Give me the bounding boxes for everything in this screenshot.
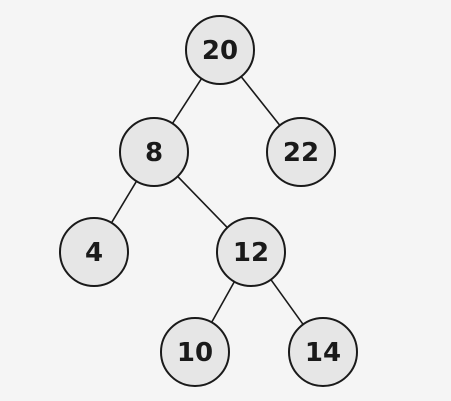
node-label: 10 (177, 338, 213, 368)
edge-n20-n8 (171, 78, 203, 124)
tree-node-4: 4 (59, 217, 129, 287)
edges-layer (110, 76, 304, 325)
node-circle (119, 117, 189, 187)
node-circle (266, 117, 336, 187)
tree-node-22: 22 (266, 117, 336, 187)
node-circle (185, 15, 255, 85)
edge-n8-n12 (177, 175, 228, 229)
nodes-layer: 20 8 22 4 12 10 14 (59, 15, 358, 387)
edge-n8-n4 (110, 180, 138, 224)
node-label: 22 (283, 138, 319, 168)
node-label: 4 (85, 238, 103, 268)
tree-node-12: 12 (216, 217, 286, 287)
tree-node-20: 20 (185, 15, 255, 85)
edge-n20-n22 (240, 76, 281, 126)
edge-n12-n14 (270, 279, 304, 325)
node-label: 12 (233, 238, 269, 268)
tree-node-14: 14 (288, 317, 358, 387)
node-label: 8 (145, 138, 163, 168)
node-circle (288, 317, 358, 387)
node-circle (216, 217, 286, 287)
tree-node-8: 8 (119, 117, 189, 187)
node-label: 14 (305, 338, 341, 368)
node-circle (59, 217, 129, 287)
node-circle (160, 317, 230, 387)
tree-node-10: 10 (160, 317, 230, 387)
node-label: 20 (202, 36, 238, 66)
edge-n12-n10 (210, 281, 236, 323)
